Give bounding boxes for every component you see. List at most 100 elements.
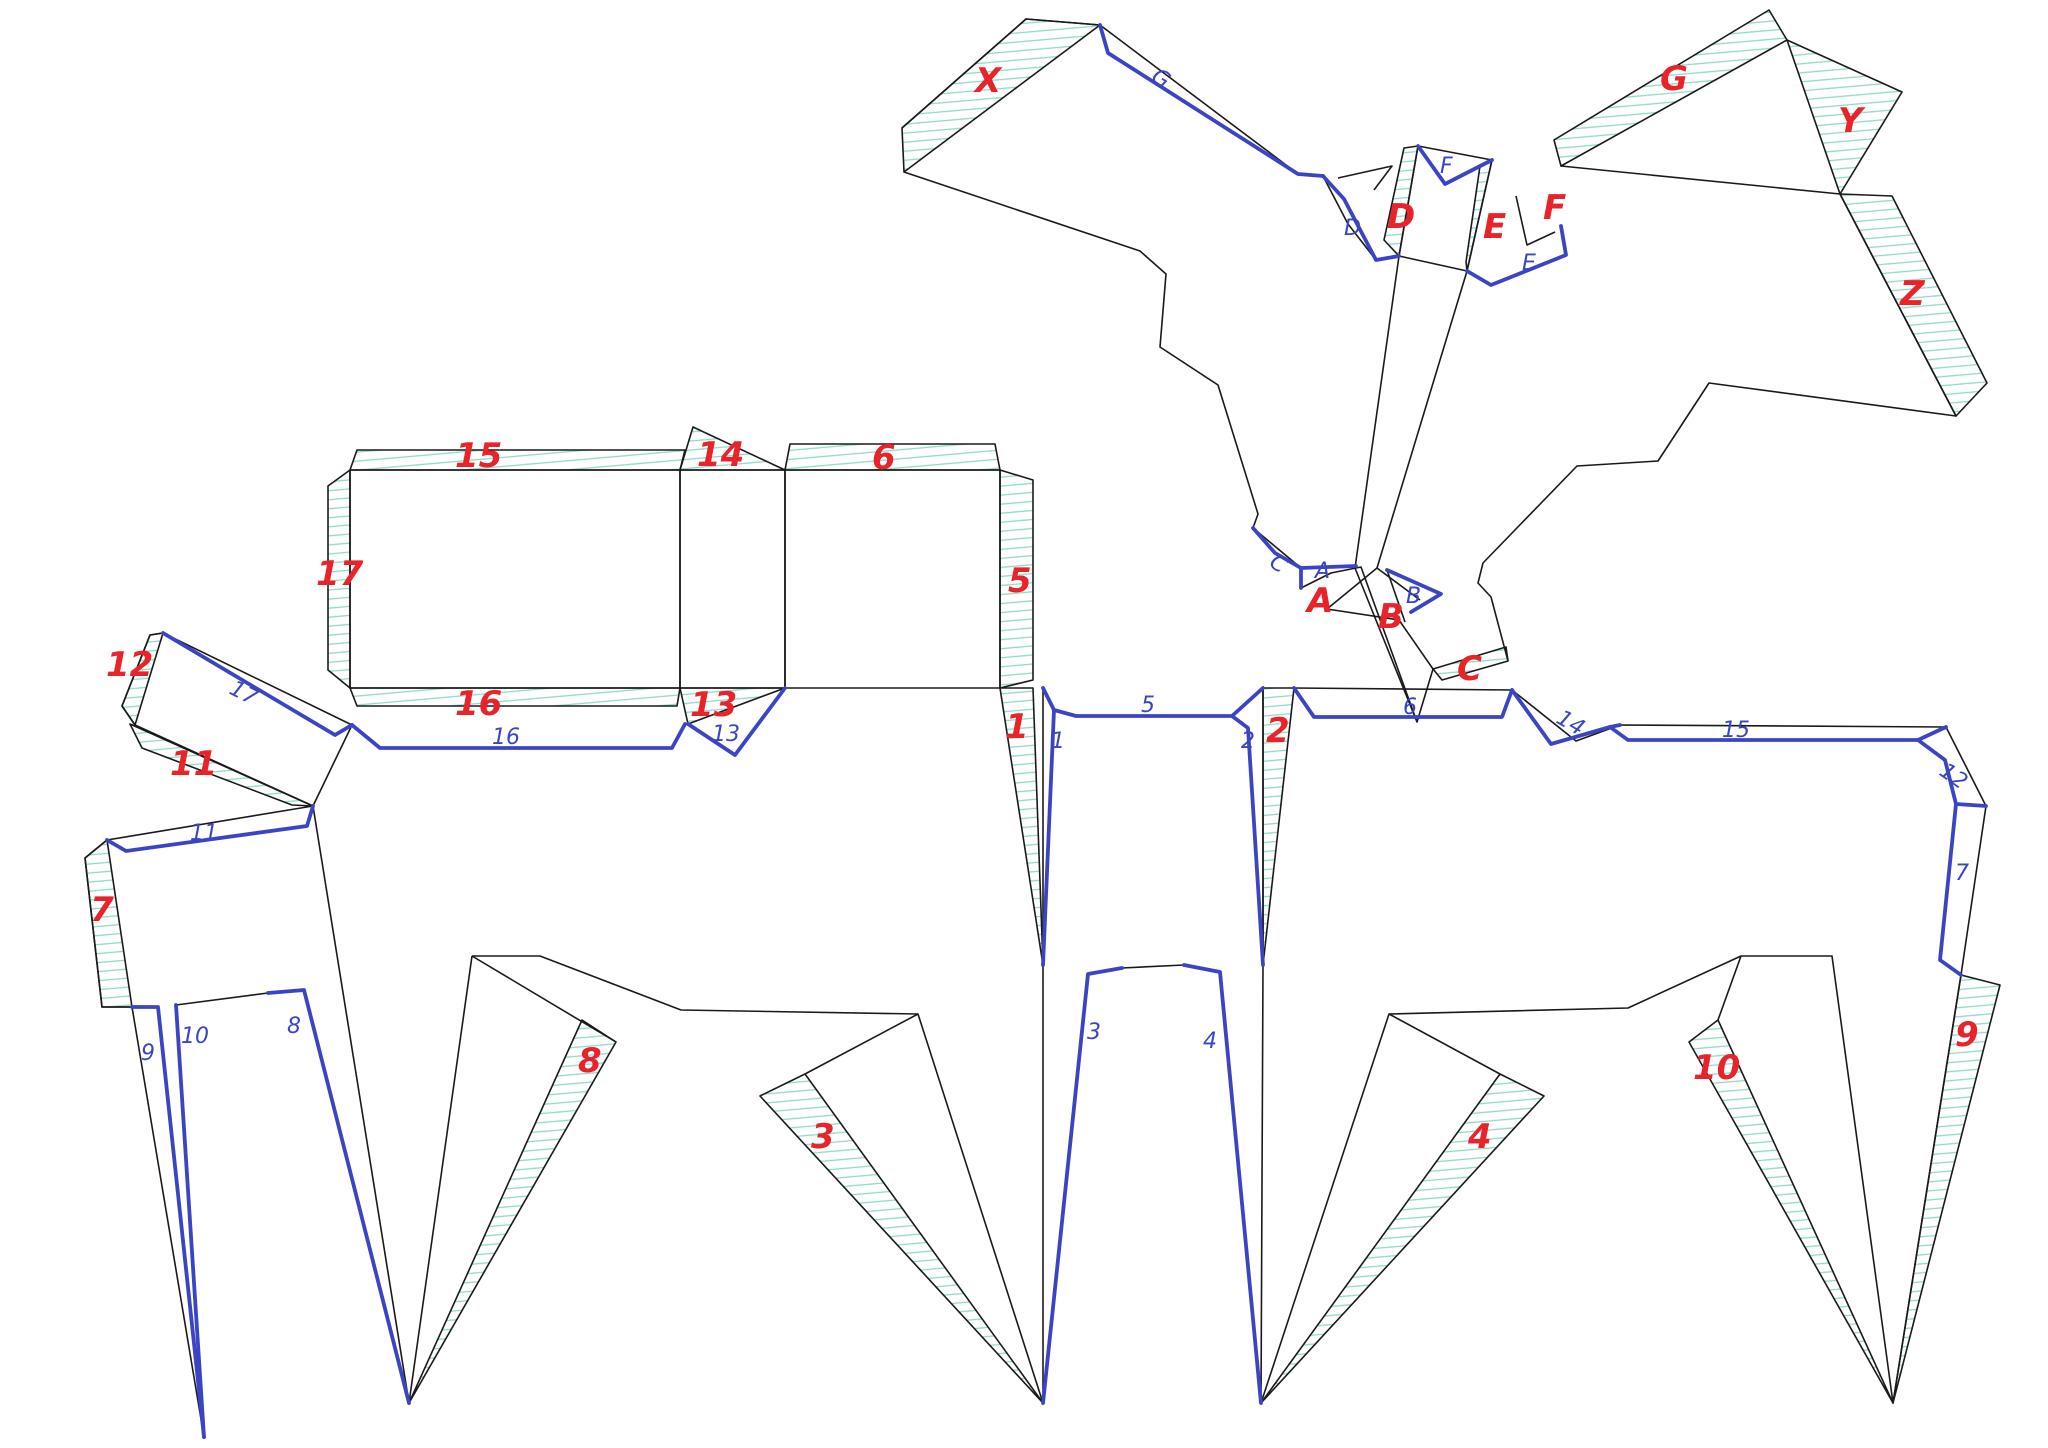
label-bird-B: B bbox=[1378, 597, 1404, 637]
label-tab-8: 8 bbox=[578, 1041, 602, 1081]
label-bird-Y: Y bbox=[1838, 101, 1866, 141]
label-bird-G: G bbox=[1660, 59, 1688, 99]
leg-3-upper bbox=[804, 1013, 919, 1075]
label-fold-1: 1 bbox=[1051, 729, 1065, 754]
label-fold-9: 9 bbox=[141, 1041, 155, 1066]
glue-tab-1 bbox=[999, 687, 1044, 966]
label-fold-G: G bbox=[1147, 64, 1175, 94]
label-fold-D: D bbox=[1344, 216, 1361, 241]
fold-14 bbox=[1510, 688, 1622, 746]
label-tab-16: 16 bbox=[455, 684, 502, 724]
fold-9 bbox=[130, 1005, 206, 1439]
fold-4 bbox=[1182, 963, 1263, 1405]
label-fold-B: B bbox=[1406, 584, 1421, 609]
fold-A bbox=[1299, 564, 1358, 570]
fold-12 bbox=[1916, 738, 1988, 808]
leg-8-inner bbox=[471, 955, 617, 1043]
bird-left-wing bbox=[903, 171, 1434, 723]
fold-7 bbox=[1938, 802, 1963, 977]
label-fold-F: F bbox=[1440, 154, 1453, 179]
label-tab-11: 11 bbox=[170, 744, 217, 784]
bird-left-wing-top bbox=[901, 18, 1400, 261]
fold-8 bbox=[266, 988, 411, 1405]
leg-9-left bbox=[131, 1006, 205, 1438]
bird-tail-r bbox=[1386, 569, 1406, 623]
label-fold-12: 12 bbox=[1935, 758, 1972, 795]
leg-9-inner bbox=[1892, 974, 1962, 1404]
label-fold-3: 3 bbox=[1087, 1020, 1101, 1045]
label-bird-A: A bbox=[1304, 581, 1333, 621]
label-tab-13: 13 bbox=[690, 685, 737, 725]
fold-17 bbox=[161, 631, 354, 737]
fold-C bbox=[1251, 526, 1303, 570]
fold-6 bbox=[1292, 686, 1514, 719]
label-fold-11: 11 bbox=[190, 821, 218, 846]
label-tab-6: 6 bbox=[872, 438, 896, 478]
leg-4-inner bbox=[1388, 1013, 1501, 1075]
box-panel-left bbox=[349, 469, 681, 689]
bird-left-spike bbox=[1337, 165, 1393, 191]
label-tab-12: 12 bbox=[106, 645, 153, 685]
label-tab-1: 1 bbox=[1005, 707, 1029, 747]
bird-right-wing bbox=[1477, 165, 1957, 662]
bird-body-spine bbox=[1354, 255, 1418, 723]
glue-tab-4 bbox=[1260, 1073, 1545, 1404]
label-fold-13: 13 bbox=[712, 722, 740, 747]
label-fold-E: E bbox=[1522, 251, 1536, 276]
label-tab-10: 10 bbox=[1693, 1048, 1740, 1088]
front-leg-edge bbox=[312, 805, 410, 1404]
fold-11 bbox=[105, 804, 315, 853]
label-fold-8: 8 bbox=[287, 1014, 301, 1039]
label-fold-6: 6 bbox=[1403, 695, 1417, 720]
fold-13 bbox=[686, 686, 787, 757]
label-fold-A: A bbox=[1313, 559, 1330, 584]
fold-G bbox=[1098, 23, 1325, 178]
fold-D bbox=[1321, 174, 1401, 262]
fold-5 bbox=[1052, 686, 1265, 718]
glue-tab-9 bbox=[1892, 974, 2001, 1404]
bird-body-spine-r bbox=[1376, 270, 1468, 569]
label-tab-15: 15 bbox=[455, 436, 502, 476]
fold-10 bbox=[174, 1003, 206, 1439]
fold-2 bbox=[1230, 714, 1265, 967]
label-tab-5: 5 bbox=[1008, 561, 1032, 601]
bird-right-spike bbox=[1515, 195, 1556, 246]
leg-10-outline bbox=[1717, 955, 1742, 1021]
label-bird-D: D bbox=[1387, 197, 1415, 237]
label-fold-15: 15 bbox=[1722, 718, 1750, 743]
label-fold-7: 7 bbox=[1955, 861, 1969, 886]
neck-upper bbox=[312, 724, 353, 807]
label-tab-9: 9 bbox=[1955, 1015, 1979, 1055]
label-fold-C: C bbox=[1265, 549, 1292, 579]
label-tab-2: 2 bbox=[1266, 711, 1290, 751]
leg-8-lower bbox=[408, 955, 473, 1404]
label-bird-E: E bbox=[1483, 207, 1506, 247]
red-labels: 15 14 6 5 17 16 13 12 11 7 8 3 1 2 4 10 … bbox=[90, 59, 1979, 1157]
cut-lines bbox=[84, 18, 1987, 1438]
fold-16 bbox=[350, 722, 687, 750]
glue-tab-3 bbox=[759, 1073, 1044, 1404]
label-bird-X: X bbox=[973, 61, 1003, 101]
label-bird-C: C bbox=[1457, 649, 1482, 689]
bird-tail bbox=[1326, 567, 1434, 670]
fold-F bbox=[1416, 144, 1494, 186]
label-tab-3: 3 bbox=[811, 1117, 835, 1157]
head-front bbox=[84, 805, 314, 1008]
label-bird-Z: Z bbox=[1899, 274, 1926, 314]
label-tab-14: 14 bbox=[697, 435, 744, 475]
label-fold-4: 4 bbox=[1203, 1029, 1217, 1054]
label-tab-4: 4 bbox=[1467, 1117, 1492, 1157]
label-tab-7: 7 bbox=[90, 890, 114, 930]
leg-34-top bbox=[1121, 964, 1185, 969]
box-panel-middle bbox=[679, 469, 786, 689]
blue-labels: 17 16 13 11 9 10 8 1 5 2 3 4 6 14 15 12 … bbox=[141, 64, 1972, 1066]
box-panel-right bbox=[784, 469, 1001, 689]
label-tab-17: 17 bbox=[316, 554, 364, 594]
label-bird-F: F bbox=[1543, 188, 1566, 228]
fold-E bbox=[1465, 224, 1568, 287]
glue-tab-10 bbox=[1688, 1019, 1894, 1404]
glue-tab-16 bbox=[349, 687, 681, 707]
fold-15 bbox=[1608, 725, 1948, 742]
label-fold-5: 5 bbox=[1141, 693, 1155, 718]
